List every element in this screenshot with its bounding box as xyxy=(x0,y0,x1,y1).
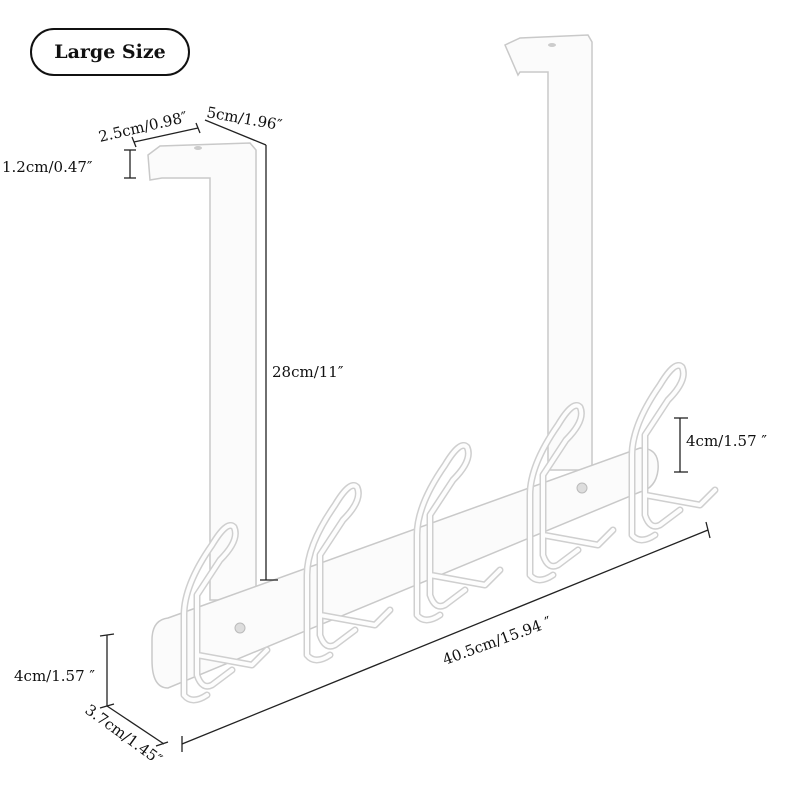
dimension-lines xyxy=(99,119,711,752)
coat-hook xyxy=(526,402,617,584)
hook-height-right-label: 4cm/1.57 ″ xyxy=(686,432,767,450)
coat-hook xyxy=(180,522,271,704)
right-door-bracket xyxy=(504,34,593,471)
coat-hook xyxy=(413,442,504,624)
left-door-bracket xyxy=(147,142,257,601)
coat-hook xyxy=(303,482,394,664)
hook-depth-label: 3.7cm/1.45″ xyxy=(82,701,166,769)
top-height-label: 1.2cm/0.47″ xyxy=(2,158,93,176)
coat-hook xyxy=(628,362,719,544)
hook-height-left-label: 4cm/1.57 ″ xyxy=(14,667,95,685)
top-width-label: 5cm/1.96″ xyxy=(205,103,284,134)
rail-length-label: 40.5cm/15.94 ″ xyxy=(440,613,554,669)
size-badge: Large Size xyxy=(30,28,190,76)
drop-length-label: 28cm/11″ xyxy=(272,363,344,381)
